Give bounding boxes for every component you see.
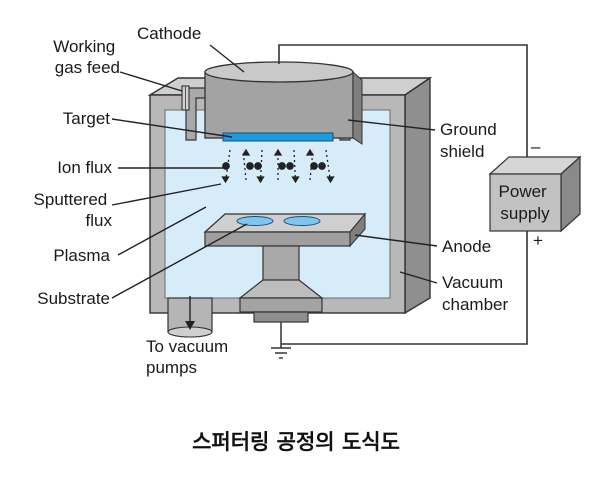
ion-particle xyxy=(310,162,318,170)
ground-symbol xyxy=(271,322,291,359)
flux-arrow-head xyxy=(273,148,283,156)
flux-arrow-head xyxy=(241,148,251,156)
cathode xyxy=(204,61,363,145)
figure-caption: 스퍼터링 공정의 도식도 xyxy=(192,430,400,454)
label-plasma: Plasma xyxy=(53,246,110,265)
label-power-supply-line1: Power xyxy=(499,182,548,201)
gas-feed-pipe xyxy=(181,85,190,111)
ion-particle xyxy=(286,162,294,170)
anode-stem xyxy=(238,245,324,323)
label-sputtered-flux: Sputtered flux xyxy=(34,190,113,230)
label-substrate: Substrate xyxy=(37,289,110,308)
ion-particle xyxy=(278,162,286,170)
label-power-supply-line2: supply xyxy=(500,204,550,223)
label-power-supply: Power supply xyxy=(499,182,552,223)
label-to-vacuum-pumps-line1: To vacuum xyxy=(146,337,228,356)
leader-lines xyxy=(111,44,438,299)
circuit-wires xyxy=(278,44,528,345)
label-working-gas-feed-line1: Working xyxy=(53,37,115,56)
vacuum-pump-pipe xyxy=(167,296,213,338)
flux-arrow-head xyxy=(256,176,265,184)
label-to-vacuum-pumps-line2: pumps xyxy=(146,358,197,377)
ion-particle xyxy=(246,162,254,170)
label-anode: Anode xyxy=(442,237,491,256)
label-working-gas-feed: Working gas feed xyxy=(53,37,120,77)
flux-arrow-head xyxy=(305,148,315,156)
ion-particle xyxy=(318,162,326,170)
flux-arrow-head xyxy=(291,176,300,184)
anode xyxy=(203,212,367,248)
label-vacuum-chamber-line1: Vacuum xyxy=(442,273,503,292)
label-vacuum-chamber: Vacuum chamber xyxy=(442,273,508,314)
label-cathode: Cathode xyxy=(137,24,201,43)
label-sputtered-flux-line1: Sputtered xyxy=(34,190,108,209)
label-working-gas-feed-line2: gas feed xyxy=(55,58,120,77)
label-to-vacuum-pumps: To vacuum pumps xyxy=(146,337,233,377)
label-ground-shield-line2: shield xyxy=(440,142,484,161)
label-ground-shield-line1: Ground xyxy=(440,120,497,139)
ion-particle xyxy=(254,162,262,170)
flux-arrow-head xyxy=(221,176,230,184)
plus-sign: + xyxy=(533,231,543,250)
substrate-wafers xyxy=(236,216,321,226)
flux-arrow-head xyxy=(326,176,335,184)
label-vacuum-chamber-line2: chamber xyxy=(442,295,508,314)
label-target: Target xyxy=(63,109,111,128)
label-ion-flux: Ion flux xyxy=(57,158,112,177)
flux-particles xyxy=(221,148,335,184)
target-plate xyxy=(222,132,334,142)
label-sputtered-flux-line2: flux xyxy=(86,211,113,230)
minus-sign: – xyxy=(531,137,541,156)
label-ground-shield: Ground shield xyxy=(440,120,501,161)
power-supply xyxy=(488,155,582,233)
